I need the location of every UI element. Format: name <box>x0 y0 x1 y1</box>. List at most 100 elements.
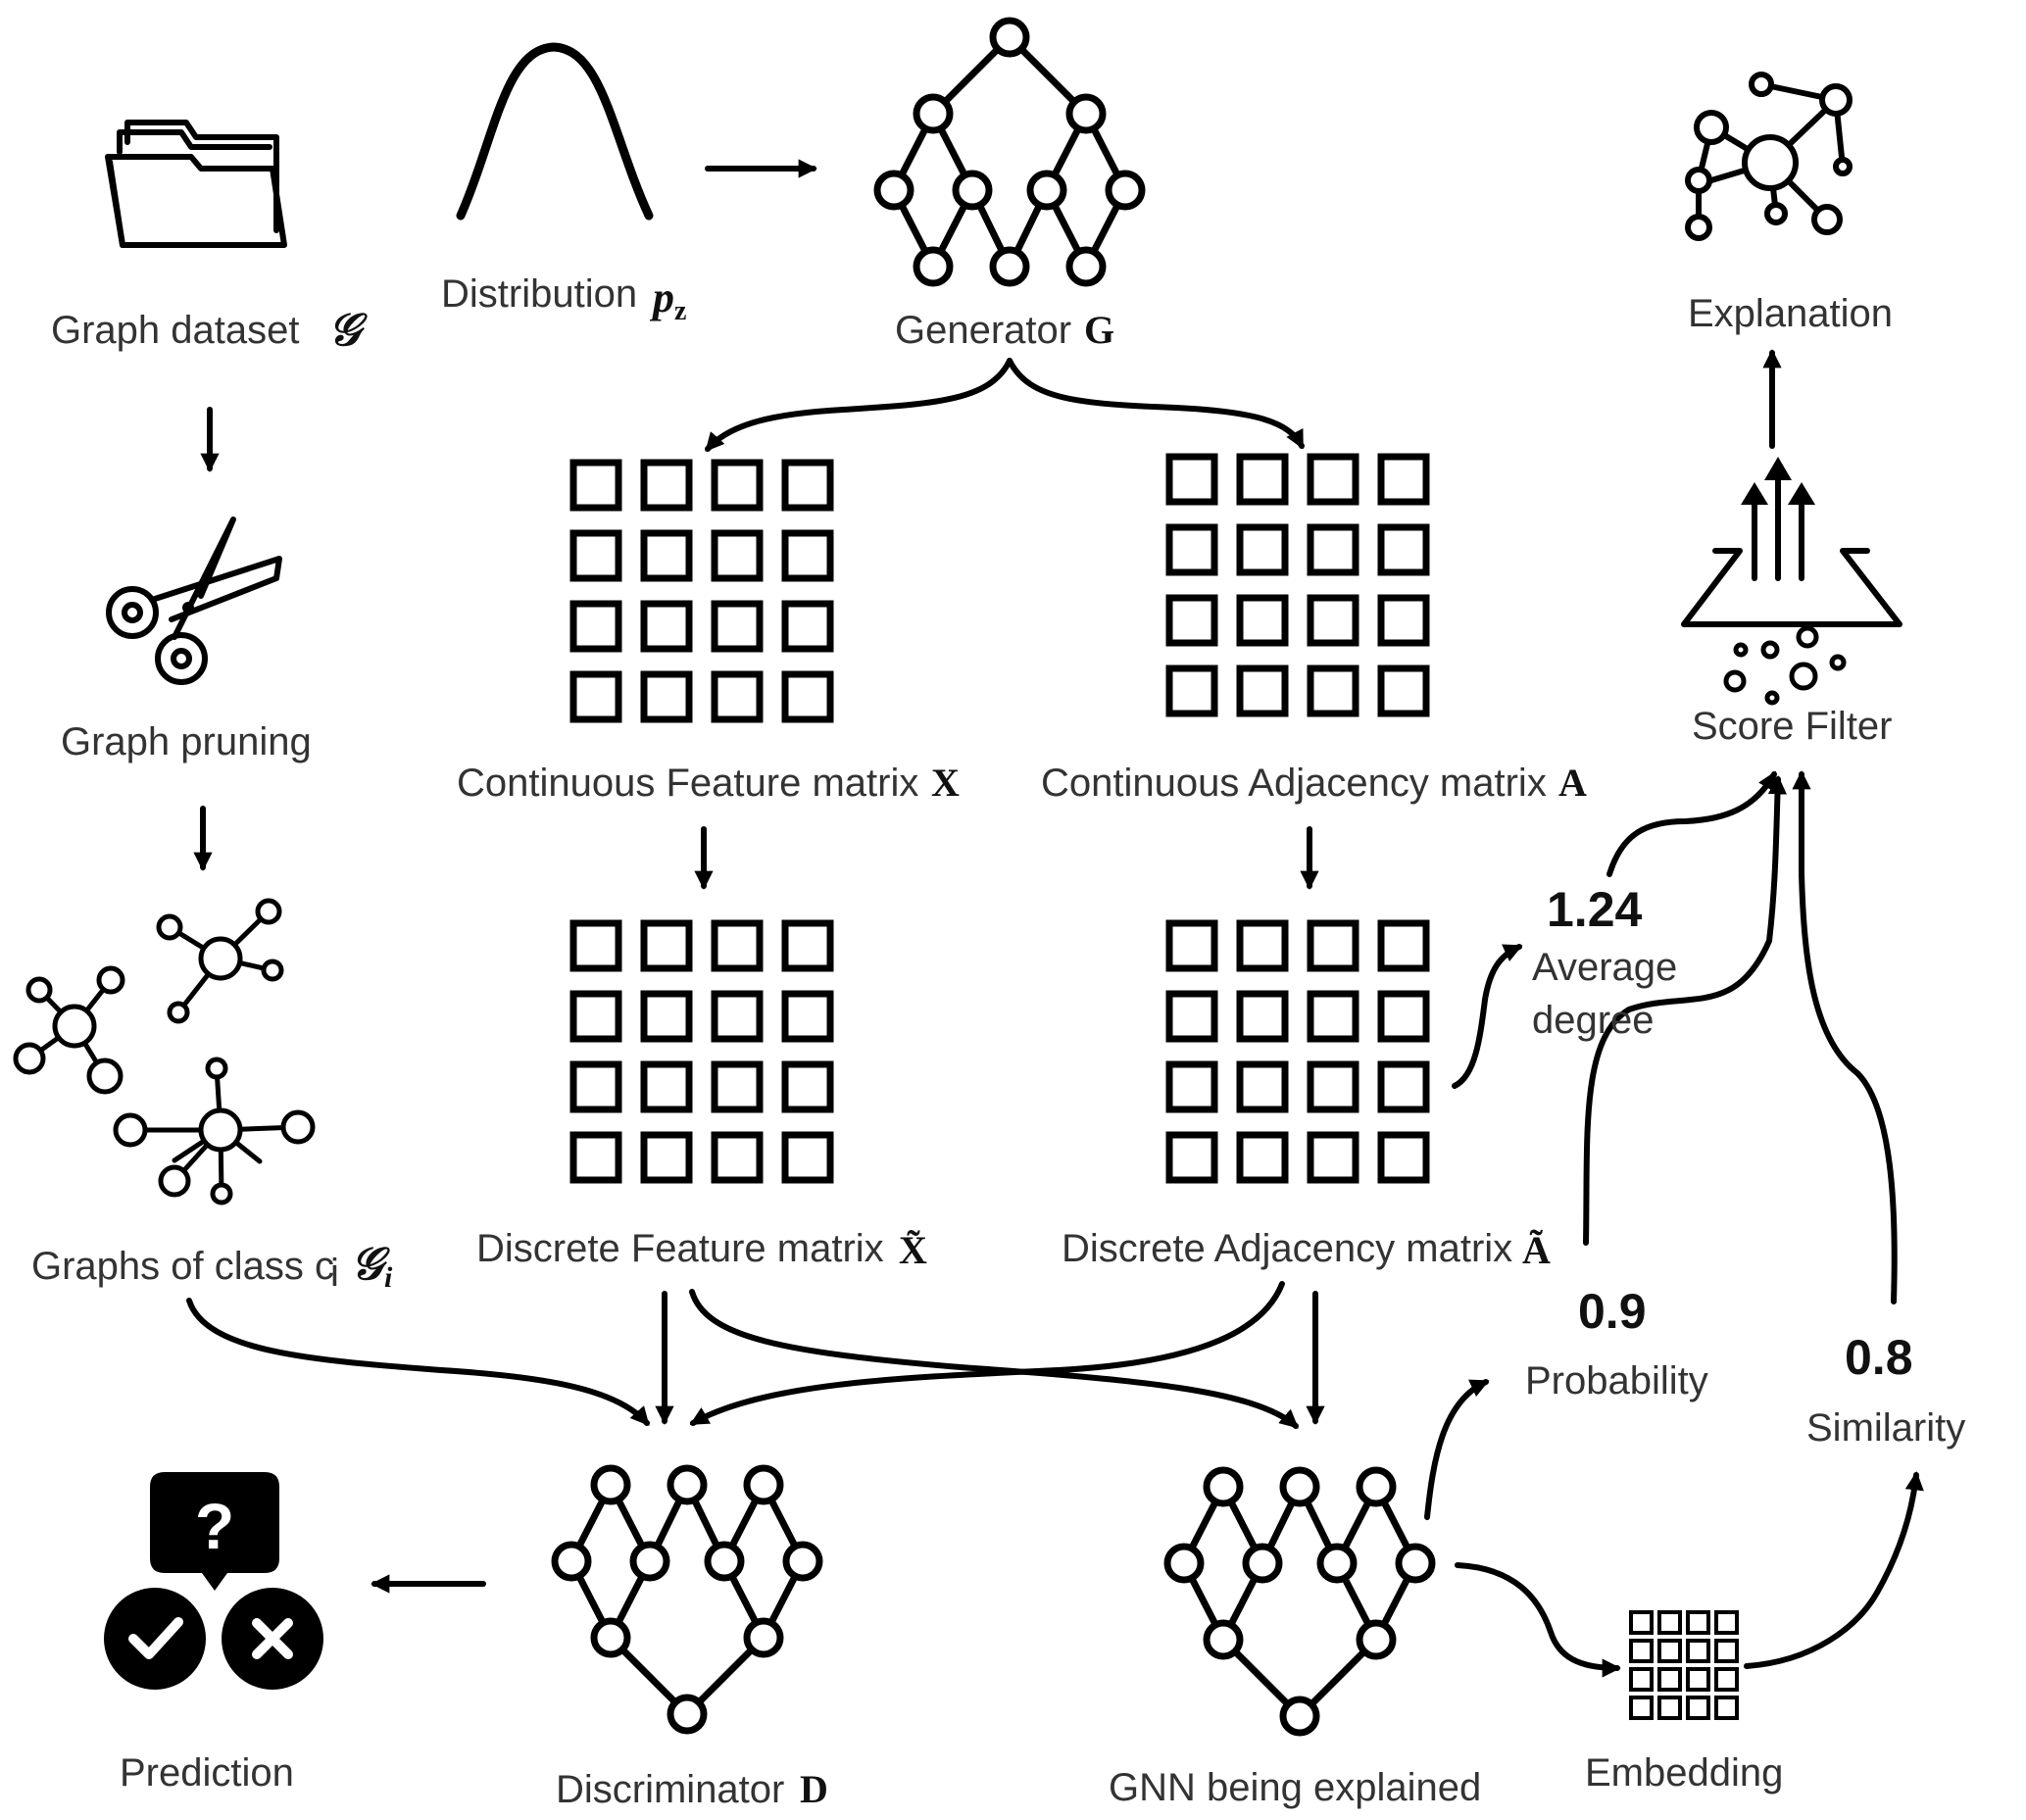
matrix-cell <box>1377 594 1430 647</box>
prediction-label: Prediction <box>120 1751 294 1795</box>
matrix-cell <box>711 670 764 723</box>
matrix-cell <box>640 600 693 653</box>
matrix-cell <box>1307 1131 1359 1184</box>
matrix-cell <box>569 459 622 512</box>
discrete-adjacency-symbol: Ã <box>1522 1228 1551 1272</box>
matrix-cell <box>1714 1610 1739 1635</box>
avg-degree-label-line2: degree <box>1532 999 1655 1042</box>
matrix-cell <box>1657 1667 1682 1692</box>
score-filter-icon <box>1681 457 1902 706</box>
matrix-cell <box>1377 919 1430 972</box>
matrix-cell <box>1165 1060 1218 1113</box>
matrix-cell <box>1307 919 1359 972</box>
score-filter-label: Score Filter <box>1692 705 1893 748</box>
graph-pruning-label: Graph pruning <box>61 720 312 763</box>
similarity-value: 0.8 <box>1845 1330 1913 1385</box>
matrix-cell <box>1236 594 1289 647</box>
matrix-cell <box>781 1060 834 1113</box>
similarity-label: Similarity <box>1806 1406 1965 1450</box>
generator-label: Generator <box>895 309 1071 352</box>
matrix-cell <box>1307 594 1359 647</box>
generator-symbol: G <box>1084 308 1114 352</box>
avg-degree-value: 1.24 <box>1547 882 1643 937</box>
matrix-cell <box>1714 1667 1739 1692</box>
matrix-cell <box>711 919 764 972</box>
matrix-cell <box>1377 990 1430 1043</box>
matrix-cell <box>1377 1060 1430 1113</box>
matrix-cell <box>1165 1131 1218 1184</box>
bell-curve-icon <box>456 42 654 221</box>
matrix-cell <box>711 600 764 653</box>
arrow-gnn-to-probability <box>1424 1379 1490 1520</box>
graph-dataset-label: Graph dataset <box>51 309 300 352</box>
matrix-cell <box>781 919 834 972</box>
matrix-cell <box>569 529 622 582</box>
matrix-cell <box>1236 1060 1289 1113</box>
matrix-cell <box>781 1131 834 1184</box>
discrete-feature-label: Discrete Feature matrix <box>476 1227 884 1270</box>
matrix-cell <box>1629 1667 1654 1692</box>
arrow-feature-to-gnn <box>689 1289 1299 1429</box>
distribution-subscript: z <box>674 296 686 326</box>
matrix-cell <box>569 1131 622 1184</box>
matrix-cell <box>569 1060 622 1113</box>
matrix-cell <box>1307 453 1359 506</box>
discriminator-network-icon <box>551 1464 823 1735</box>
question-mark-glyph: ? <box>195 1490 234 1562</box>
matrix-cell <box>1657 1696 1682 1720</box>
matrix-cell <box>1686 1639 1710 1663</box>
check-circle-icon <box>104 1588 206 1690</box>
arrow-probability-to-filter <box>1583 775 1788 1246</box>
continuous-feature-symbol: X <box>931 761 960 805</box>
matrix-cell <box>1307 1060 1359 1113</box>
matrix-cell <box>1236 990 1289 1043</box>
gnn-label: GNN being explained <box>1109 1766 1481 1809</box>
explanation-graph-icon <box>1685 72 1853 241</box>
matrix-cell <box>711 1060 764 1113</box>
matrix-cell <box>711 990 764 1043</box>
graphs-of-class-symbol-subscript: i <box>384 1261 393 1294</box>
arrow-avgdeg-to-filter <box>1606 770 1777 877</box>
distribution-label: Distribution <box>441 272 637 316</box>
generator-network-icon <box>873 17 1146 287</box>
matrix-cell <box>1165 523 1218 576</box>
matrix-cell <box>1377 453 1430 506</box>
avg-degree-label-line1: Average <box>1532 946 1677 989</box>
matrix-cell <box>640 1131 693 1184</box>
matrix-cell <box>781 600 834 653</box>
matrix-cell <box>1686 1667 1710 1692</box>
matrix-cell <box>1686 1696 1710 1720</box>
continuous-adjacency-label: Continuous Adjacency matrix <box>1041 762 1547 805</box>
matrix-cell <box>1657 1610 1682 1635</box>
arrow-similarity-to-filter <box>1792 770 1898 1304</box>
matrix-cell <box>1629 1696 1654 1720</box>
folder-icon <box>105 120 287 248</box>
prediction-icon: ? <box>104 1472 323 1690</box>
matrix-cell <box>711 529 764 582</box>
matrix-cell <box>1165 919 1218 972</box>
arrow-graphs-to-discriminator <box>186 1298 650 1426</box>
matrix-cell <box>1307 523 1359 576</box>
matrix-cell <box>1377 1131 1430 1184</box>
matrix-cell <box>640 919 693 972</box>
graph-dataset-symbol: 𝒢 <box>328 305 368 355</box>
matrix-cell <box>1165 664 1218 717</box>
class-graphs-icon <box>13 898 316 1205</box>
continuous-adjacency-matrix-icon <box>1165 453 1430 717</box>
matrix-cell <box>1165 594 1218 647</box>
arrow-gnn-to-embedding <box>1455 1562 1621 1678</box>
distribution-symbol: p <box>649 273 674 321</box>
matrix-cell <box>1714 1639 1739 1663</box>
matrix-cell <box>781 459 834 512</box>
matrix-cell <box>1657 1639 1682 1663</box>
matrix-cell <box>640 1060 693 1113</box>
matrix-cell <box>1629 1610 1654 1635</box>
discrete-adjacency-matrix-icon <box>1165 919 1430 1184</box>
probability-value: 0.9 <box>1578 1284 1647 1339</box>
matrix-cell <box>1307 990 1359 1043</box>
matrix-cell <box>569 990 622 1043</box>
discriminator-symbol: D <box>800 1767 828 1811</box>
embedding-grid-icon <box>1629 1610 1739 1720</box>
matrix-cell <box>1236 664 1289 717</box>
